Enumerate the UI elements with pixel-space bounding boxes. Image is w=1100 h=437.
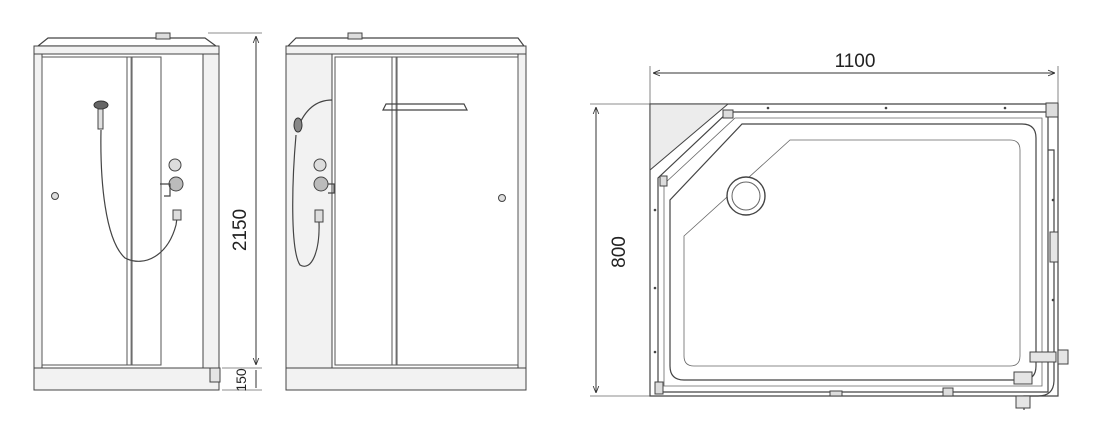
side-roof bbox=[286, 37, 526, 47]
side-mixer-body bbox=[313, 176, 329, 192]
corner-post-tr bbox=[1045, 102, 1059, 118]
tray-outer bbox=[649, 103, 1059, 397]
front-roof-vent bbox=[155, 32, 171, 40]
side-roof-vent bbox=[347, 32, 363, 40]
front-right-profile bbox=[202, 53, 220, 369]
front-mixer-body bbox=[168, 176, 184, 192]
width-label: 1100 bbox=[835, 51, 876, 72]
tray-corner bbox=[649, 103, 730, 172]
side-mixer-knob bbox=[313, 158, 327, 172]
front-left-profile bbox=[33, 53, 43, 369]
side-back-panel bbox=[285, 53, 333, 369]
side-view bbox=[285, 32, 527, 391]
front-door-fixed bbox=[41, 56, 133, 366]
side-door-handle bbox=[498, 194, 506, 202]
plumbing-fitting-a bbox=[1029, 351, 1057, 363]
plan-view: 1100 800 bbox=[590, 51, 1069, 410]
front-door-slide bbox=[126, 56, 162, 366]
side-door-b bbox=[391, 56, 519, 366]
tray-basin-inner bbox=[683, 139, 1021, 367]
front-mixer-knob bbox=[168, 158, 182, 172]
front-door-handle bbox=[51, 192, 59, 200]
side-top-band bbox=[285, 45, 527, 55]
plumbing-pipe bbox=[1023, 149, 1055, 410]
tray-drain-inner bbox=[731, 181, 761, 211]
side-towel-rail bbox=[382, 103, 468, 111]
front-top-band bbox=[33, 45, 220, 55]
front-roof bbox=[36, 37, 218, 47]
side-shower-hose bbox=[292, 134, 320, 267]
side-right-profile bbox=[517, 53, 527, 369]
side-door-a bbox=[334, 56, 398, 366]
front-shower-head bbox=[93, 100, 109, 110]
height-dimension: 2150 150 bbox=[208, 32, 262, 392]
height-label: 2150 bbox=[230, 209, 251, 251]
front-base bbox=[33, 367, 220, 391]
plumbing-fitting-b bbox=[1013, 371, 1033, 385]
front-shower-hose bbox=[100, 129, 178, 262]
depth-label: 800 bbox=[609, 236, 630, 268]
side-base bbox=[285, 367, 527, 391]
front-base-notch bbox=[209, 367, 221, 383]
base-height-label: 150 bbox=[233, 368, 249, 392]
enclosure-frame bbox=[657, 111, 1049, 393]
side-shower-head bbox=[293, 117, 303, 133]
corner-post-bl bbox=[654, 381, 664, 395]
front-view bbox=[33, 32, 221, 391]
tray-basin-outer bbox=[669, 123, 1037, 381]
